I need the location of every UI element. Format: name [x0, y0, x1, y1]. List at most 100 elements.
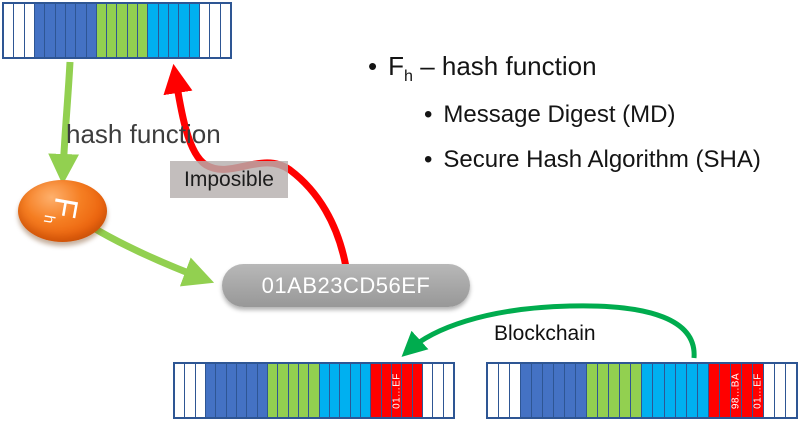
- data-cell-cyan: [686, 364, 698, 417]
- data-cell-cyan: [697, 364, 709, 417]
- data-cell-white: [210, 4, 221, 57]
- data-cell-blue: [205, 364, 217, 417]
- data-cell-blue: [554, 364, 566, 417]
- blockchain-block-right: 98...BA 01...EF: [486, 362, 798, 419]
- data-cell-white: [488, 364, 500, 417]
- data-cell-cyan: [189, 4, 200, 57]
- hash-function-symbol: Fh: [40, 194, 86, 225]
- data-cell-red: [402, 364, 413, 417]
- data-cell-cyan: [329, 364, 341, 417]
- data-cell-red: 01...EF: [391, 364, 403, 417]
- data-cell-cyan: [664, 364, 676, 417]
- data-cell-cyan: [350, 364, 361, 417]
- bullet-marker: •: [424, 146, 433, 173]
- data-cell-cyan: [158, 4, 169, 57]
- data-cell-blue: [576, 364, 588, 417]
- data-cell-white: [422, 364, 434, 417]
- data-cell-green: [598, 364, 610, 417]
- data-cell-green: [587, 364, 599, 417]
- data-cell-cyan: [179, 4, 190, 57]
- data-cell-green: [278, 364, 289, 417]
- bullet-hash-function: • Fh – hash function: [368, 51, 597, 86]
- data-cell-white: [195, 364, 206, 417]
- data-cell-red: [741, 364, 753, 417]
- hash-fragment-label: 98...BA: [730, 372, 742, 409]
- imposible-label: Imposible: [184, 167, 274, 191]
- bullet-rest: – hash function: [412, 51, 597, 81]
- data-cell-green: [117, 4, 128, 57]
- data-cell-green: [288, 364, 299, 417]
- data-cell-green: [631, 364, 643, 417]
- bullet-secure-hash: • Secure Hash Algorithm (SHA): [424, 146, 761, 174]
- bullet-f-sub: h: [404, 67, 413, 86]
- bullet-text: Secure Hash Algorithm (SHA): [443, 146, 761, 173]
- hash-fragment-label: 01...EF: [752, 372, 764, 409]
- data-cell-cyan: [340, 364, 351, 417]
- data-cell-blue: [226, 364, 237, 417]
- data-cell-blue: [247, 364, 258, 417]
- data-cell-green: [267, 364, 279, 417]
- data-cell-blue: [565, 364, 577, 417]
- data-cell-white: [199, 4, 211, 57]
- data-cell-green: [127, 4, 139, 57]
- data-cell-white: [774, 364, 786, 417]
- bullet-f: F: [388, 51, 404, 81]
- data-cell-white: [4, 4, 15, 57]
- data-cell-white: [763, 364, 775, 417]
- data-cell-cyan: [653, 364, 665, 417]
- hash-function-label: hash function: [66, 119, 221, 149]
- imposible-callout: Imposible: [170, 161, 288, 198]
- data-cell-blue: [34, 4, 46, 57]
- data-cell-blue: [86, 4, 97, 57]
- hash-value-pill: 01AB23CD56EF: [222, 264, 470, 307]
- data-cell-red: 98...BA: [730, 364, 742, 417]
- data-cell-white: [443, 364, 453, 417]
- data-cell-blue: [543, 364, 555, 417]
- data-cell-green: [107, 4, 118, 57]
- data-cell-white: [185, 364, 196, 417]
- data-cell-white: [220, 4, 230, 57]
- data-cell-green: [309, 364, 320, 417]
- bullet-text: Message Digest (MD): [443, 101, 676, 128]
- data-cell-cyan: [675, 364, 687, 417]
- hash-fragment-label: 01...EF: [391, 372, 403, 409]
- data-cell-white: [24, 4, 35, 57]
- data-cell-green: [620, 364, 632, 417]
- data-cell-red: [371, 364, 382, 417]
- blockchain-label: Blockchain: [494, 322, 596, 345]
- data-cell-white: [785, 364, 796, 417]
- data-cell-blue: [216, 364, 227, 417]
- data-cell-green: [298, 364, 310, 417]
- data-cell-cyan: [319, 364, 330, 417]
- input-data-bar: [2, 2, 232, 59]
- data-cell-blue: [55, 4, 66, 57]
- data-cell-blue: [521, 364, 533, 417]
- bullet-marker: •: [368, 51, 378, 81]
- data-cell-red: [719, 364, 731, 417]
- data-cell-white: [14, 4, 25, 57]
- data-cell-green: [96, 4, 108, 57]
- data-cell-cyan: [148, 4, 159, 57]
- data-cell-blue: [45, 4, 56, 57]
- data-cell-white: [433, 364, 444, 417]
- data-cell-cyan: [169, 4, 180, 57]
- data-cell-white: [510, 364, 522, 417]
- blockchain-block-left: 01...EF: [173, 362, 455, 419]
- data-cell-cyan: [360, 364, 372, 417]
- hash-value-label: 01AB23CD56EF: [261, 272, 431, 298]
- data-cell-white: [175, 364, 186, 417]
- hash-function-node: Fh: [18, 180, 107, 242]
- data-cell-red: [708, 364, 720, 417]
- data-cell-blue: [257, 364, 268, 417]
- data-cell-green: [138, 4, 149, 57]
- bullet-message-digest: •Message Digest (MD): [424, 101, 675, 129]
- hash-output-arrow: [90, 223, 215, 287]
- data-cell-blue: [236, 364, 248, 417]
- data-cell-red: [412, 364, 423, 417]
- hash-input-arrow: [48, 61, 80, 185]
- data-cell-cyan: [642, 364, 654, 417]
- data-cell-red: [381, 364, 392, 417]
- data-cell-green: [609, 364, 621, 417]
- data-cell-blue: [65, 4, 77, 57]
- data-cell-blue: [76, 4, 87, 57]
